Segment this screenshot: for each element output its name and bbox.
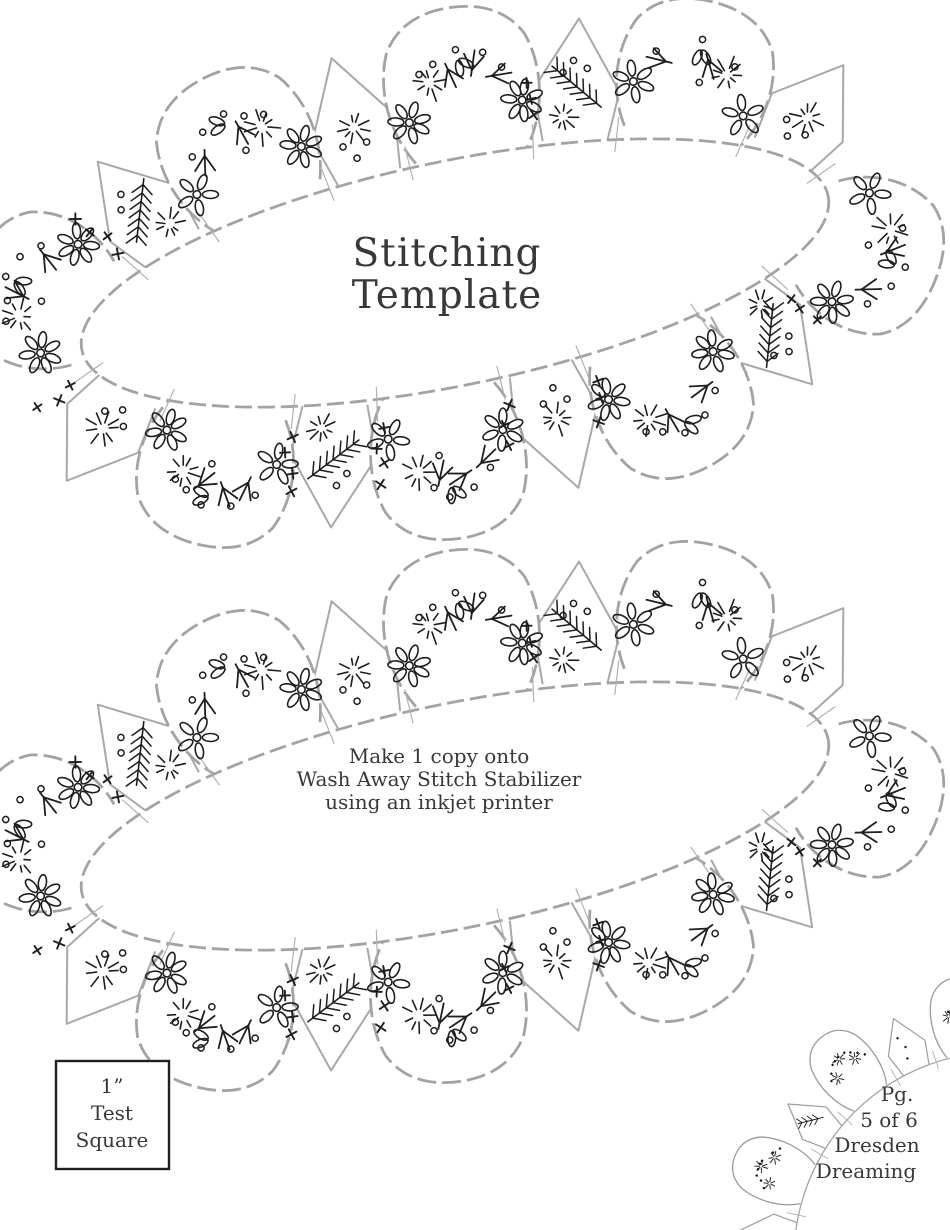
test-square: 1” Test Square	[54, 1059, 171, 1171]
title-line-1: Stitching	[352, 231, 541, 276]
instruction-line-3: using an inkjet printer	[325, 790, 553, 814]
page-badge-line-3: Dresden	[834, 1133, 919, 1157]
copy-instructions: Make 1 copy onto Wash Away Stitch Stabil…	[297, 744, 582, 814]
test-square-line-1: 1”	[101, 1074, 124, 1098]
corner-dresden-motif	[731, 976, 950, 1230]
page-number-badge: Pg. 5 of 6 Dresden Dreaming	[816, 1082, 920, 1183]
stitching-template-title: Stitching Template	[352, 231, 543, 318]
title-line-2: Template	[352, 273, 543, 318]
test-square-line-2: Test	[91, 1101, 133, 1125]
stitching-template-ring-top	[0, 0, 946, 549]
page-badge-line-2: 5 of 6	[860, 1108, 918, 1132]
instruction-line-2: Wash Away Stitch Stabilizer	[297, 767, 582, 791]
test-square-box	[54, 1059, 171, 1171]
stitching-template-ring-bottom	[0, 540, 946, 1092]
test-square-line-3: Square	[76, 1128, 149, 1152]
page-badge-line-4: Dreaming	[816, 1159, 917, 1183]
instruction-line-1: Make 1 copy onto	[349, 744, 530, 768]
page-badge-line-1: Pg.	[881, 1082, 914, 1106]
